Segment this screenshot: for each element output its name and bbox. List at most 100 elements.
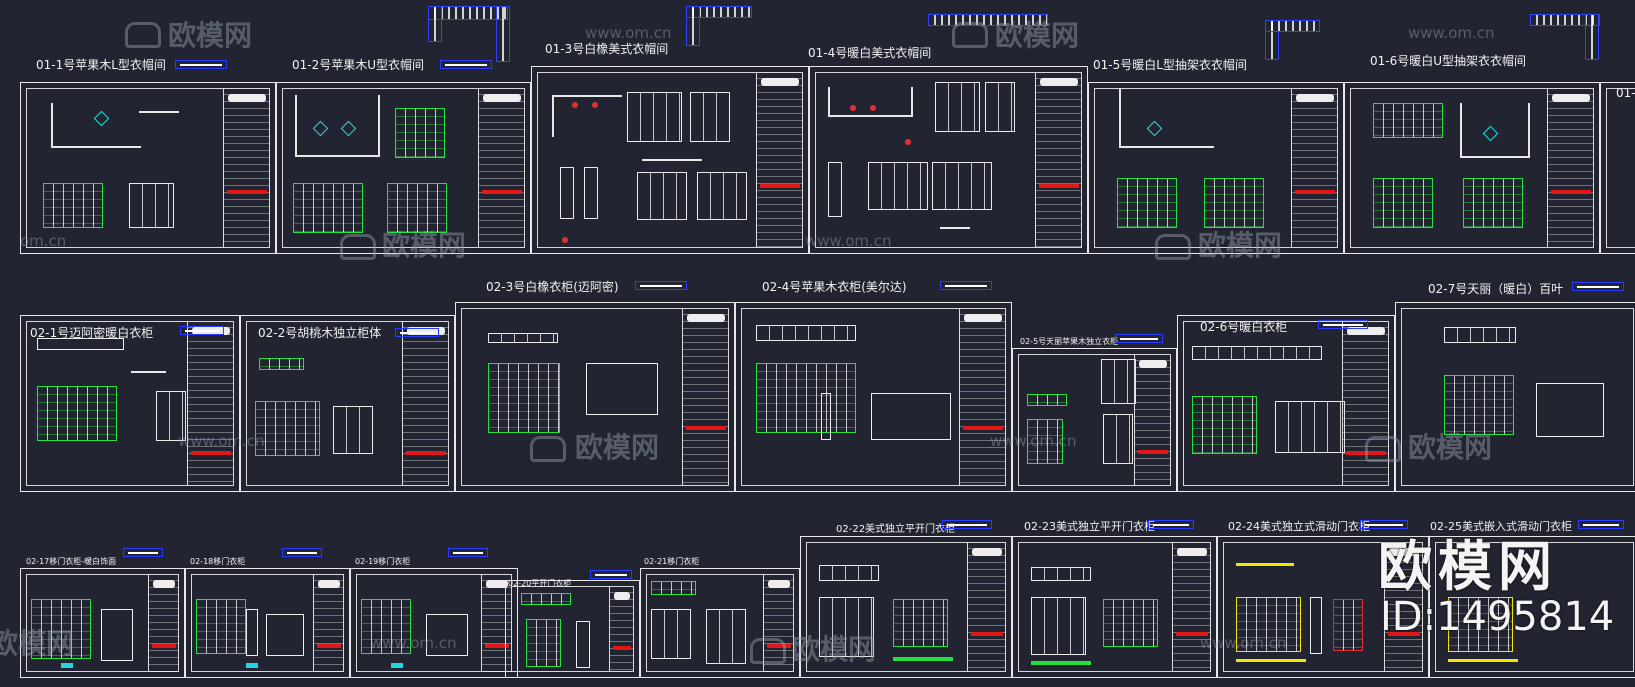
watermark-brand: 欧模网 (168, 19, 253, 52)
sheet-frame (1183, 321, 1389, 486)
sheet-title: 02-25美式嵌入式滑动门衣柜 (1430, 520, 1572, 533)
sheet-02-22[interactable] (800, 536, 1012, 678)
yellow-marker (1448, 659, 1518, 662)
door-panel (871, 393, 951, 440)
elevation-drawing (43, 183, 103, 228)
elevation-drawing (1275, 401, 1345, 453)
title-block (402, 321, 449, 486)
sheet-01-4[interactable] (809, 66, 1088, 254)
elevation-drawing (1204, 178, 1264, 228)
sheet-frame (537, 72, 803, 248)
sheet-02-7[interactable] (1395, 302, 1635, 492)
light-marker (850, 105, 856, 111)
scale-bar (139, 111, 179, 113)
watermark-brand: 欧模网 (575, 431, 660, 464)
sheet-title: 02-17移门衣柜-暖白饰面 (26, 557, 117, 566)
elevation-drawing (259, 358, 304, 370)
watermark-logo-icon (1155, 234, 1191, 260)
sheet-frame (511, 586, 634, 672)
elevation-drawing (387, 183, 447, 233)
scale-tag (123, 548, 163, 557)
watermark-logo-icon (1365, 436, 1401, 462)
title-block (682, 308, 729, 486)
elevation-drawing (819, 597, 874, 657)
elevation-drawing (828, 162, 842, 217)
sheet-title: 02-19移门衣柜 (355, 557, 411, 566)
title-block (1035, 72, 1082, 248)
sheet-01-5[interactable] (1088, 82, 1344, 254)
watermark-url: www.om.cn (990, 432, 1077, 450)
sheet-01-7-partial[interactable] (1600, 82, 1635, 254)
sheet-01-6[interactable] (1344, 82, 1600, 254)
plan-view (37, 338, 124, 350)
elevation-drawing (31, 599, 91, 659)
sheet-02-5[interactable] (1012, 348, 1177, 492)
elevation-drawing (560, 167, 574, 219)
sheet-01-2[interactable] (276, 82, 531, 254)
elevation-drawing (637, 172, 687, 220)
blue-cabinet-block (496, 6, 510, 62)
scale-tag (175, 60, 227, 69)
sheet-02-24[interactable] (1217, 536, 1429, 678)
sheet-frame (246, 321, 449, 486)
sheet-02-18[interactable] (185, 568, 350, 678)
sheet-01-1[interactable] (20, 82, 276, 254)
elevation-drawing (1031, 567, 1091, 581)
elevation-drawing (526, 619, 561, 667)
elevation-drawing (333, 406, 373, 454)
sheet-02-19[interactable] (350, 568, 518, 678)
blue-cabinet-block (686, 6, 700, 46)
blue-cabinet-block (1265, 20, 1320, 32)
title-block (148, 574, 179, 672)
sheet-02-3[interactable] (455, 302, 735, 492)
sheet-title: 02-3号白橡衣柜(迈阿密) (486, 280, 619, 294)
light-marker (905, 139, 911, 145)
sheet-frame (1018, 354, 1171, 486)
scale-tag (395, 328, 439, 337)
sheet-02-6[interactable] (1177, 315, 1395, 492)
sheet-02-2[interactable] (240, 315, 455, 492)
elevation-drawing (1192, 346, 1322, 360)
sheet-title: 02-24美式独立式滑动门衣柜 (1228, 520, 1370, 533)
elevation-drawing (932, 162, 992, 210)
elevation-drawing (627, 92, 682, 142)
sheet-02-1[interactable] (20, 315, 240, 492)
sheet-02-25[interactable] (1429, 536, 1635, 678)
elevation-drawing (521, 593, 571, 605)
door-panel (246, 609, 258, 656)
sheet-title: 02-18移门衣柜 (190, 557, 246, 566)
sheet-02-4[interactable] (735, 302, 1012, 492)
elevation-drawing (706, 609, 746, 664)
scale-tag (1318, 320, 1368, 329)
elevation-drawing (651, 581, 696, 595)
title-block (223, 88, 270, 248)
scale-tag (1572, 282, 1624, 291)
sheet-title: 01-6号暖白U型抽架衣衣帽间 (1370, 54, 1527, 68)
elevation-drawing (1027, 394, 1067, 406)
blue-cabinet-block (1530, 14, 1600, 26)
elevation-drawing (1027, 419, 1063, 464)
watermark-logo-icon (125, 22, 161, 48)
door-panel (266, 614, 304, 656)
elevation-drawing (985, 82, 1015, 132)
elevation-drawing (1101, 359, 1136, 404)
sheet-title: 01-3号白橡美式衣帽间 (545, 42, 669, 56)
elevation-drawing (1373, 103, 1443, 138)
elevation-drawing (1333, 599, 1363, 651)
sheet-02-23[interactable] (1012, 536, 1217, 678)
watermark-url: www.om.cn (1408, 24, 1495, 42)
sheet-02-21[interactable] (640, 568, 800, 678)
sheet-02-17[interactable] (20, 568, 185, 678)
elevation-drawing (819, 565, 879, 581)
sheet-02-20[interactable] (505, 580, 640, 678)
yellow-marker (1236, 563, 1294, 566)
elevation-drawing (1117, 178, 1177, 228)
sheet-title: 01-2号苹果木U型衣帽间 (292, 58, 425, 72)
title-block (187, 321, 234, 486)
sheet-01-3[interactable] (531, 66, 809, 254)
sheet-title: 01-1号苹果木L型衣帽间 (36, 58, 166, 72)
elevation-drawing (1103, 414, 1133, 464)
watermark-url: www.om.cn (1200, 634, 1287, 652)
door-panel (426, 614, 468, 656)
